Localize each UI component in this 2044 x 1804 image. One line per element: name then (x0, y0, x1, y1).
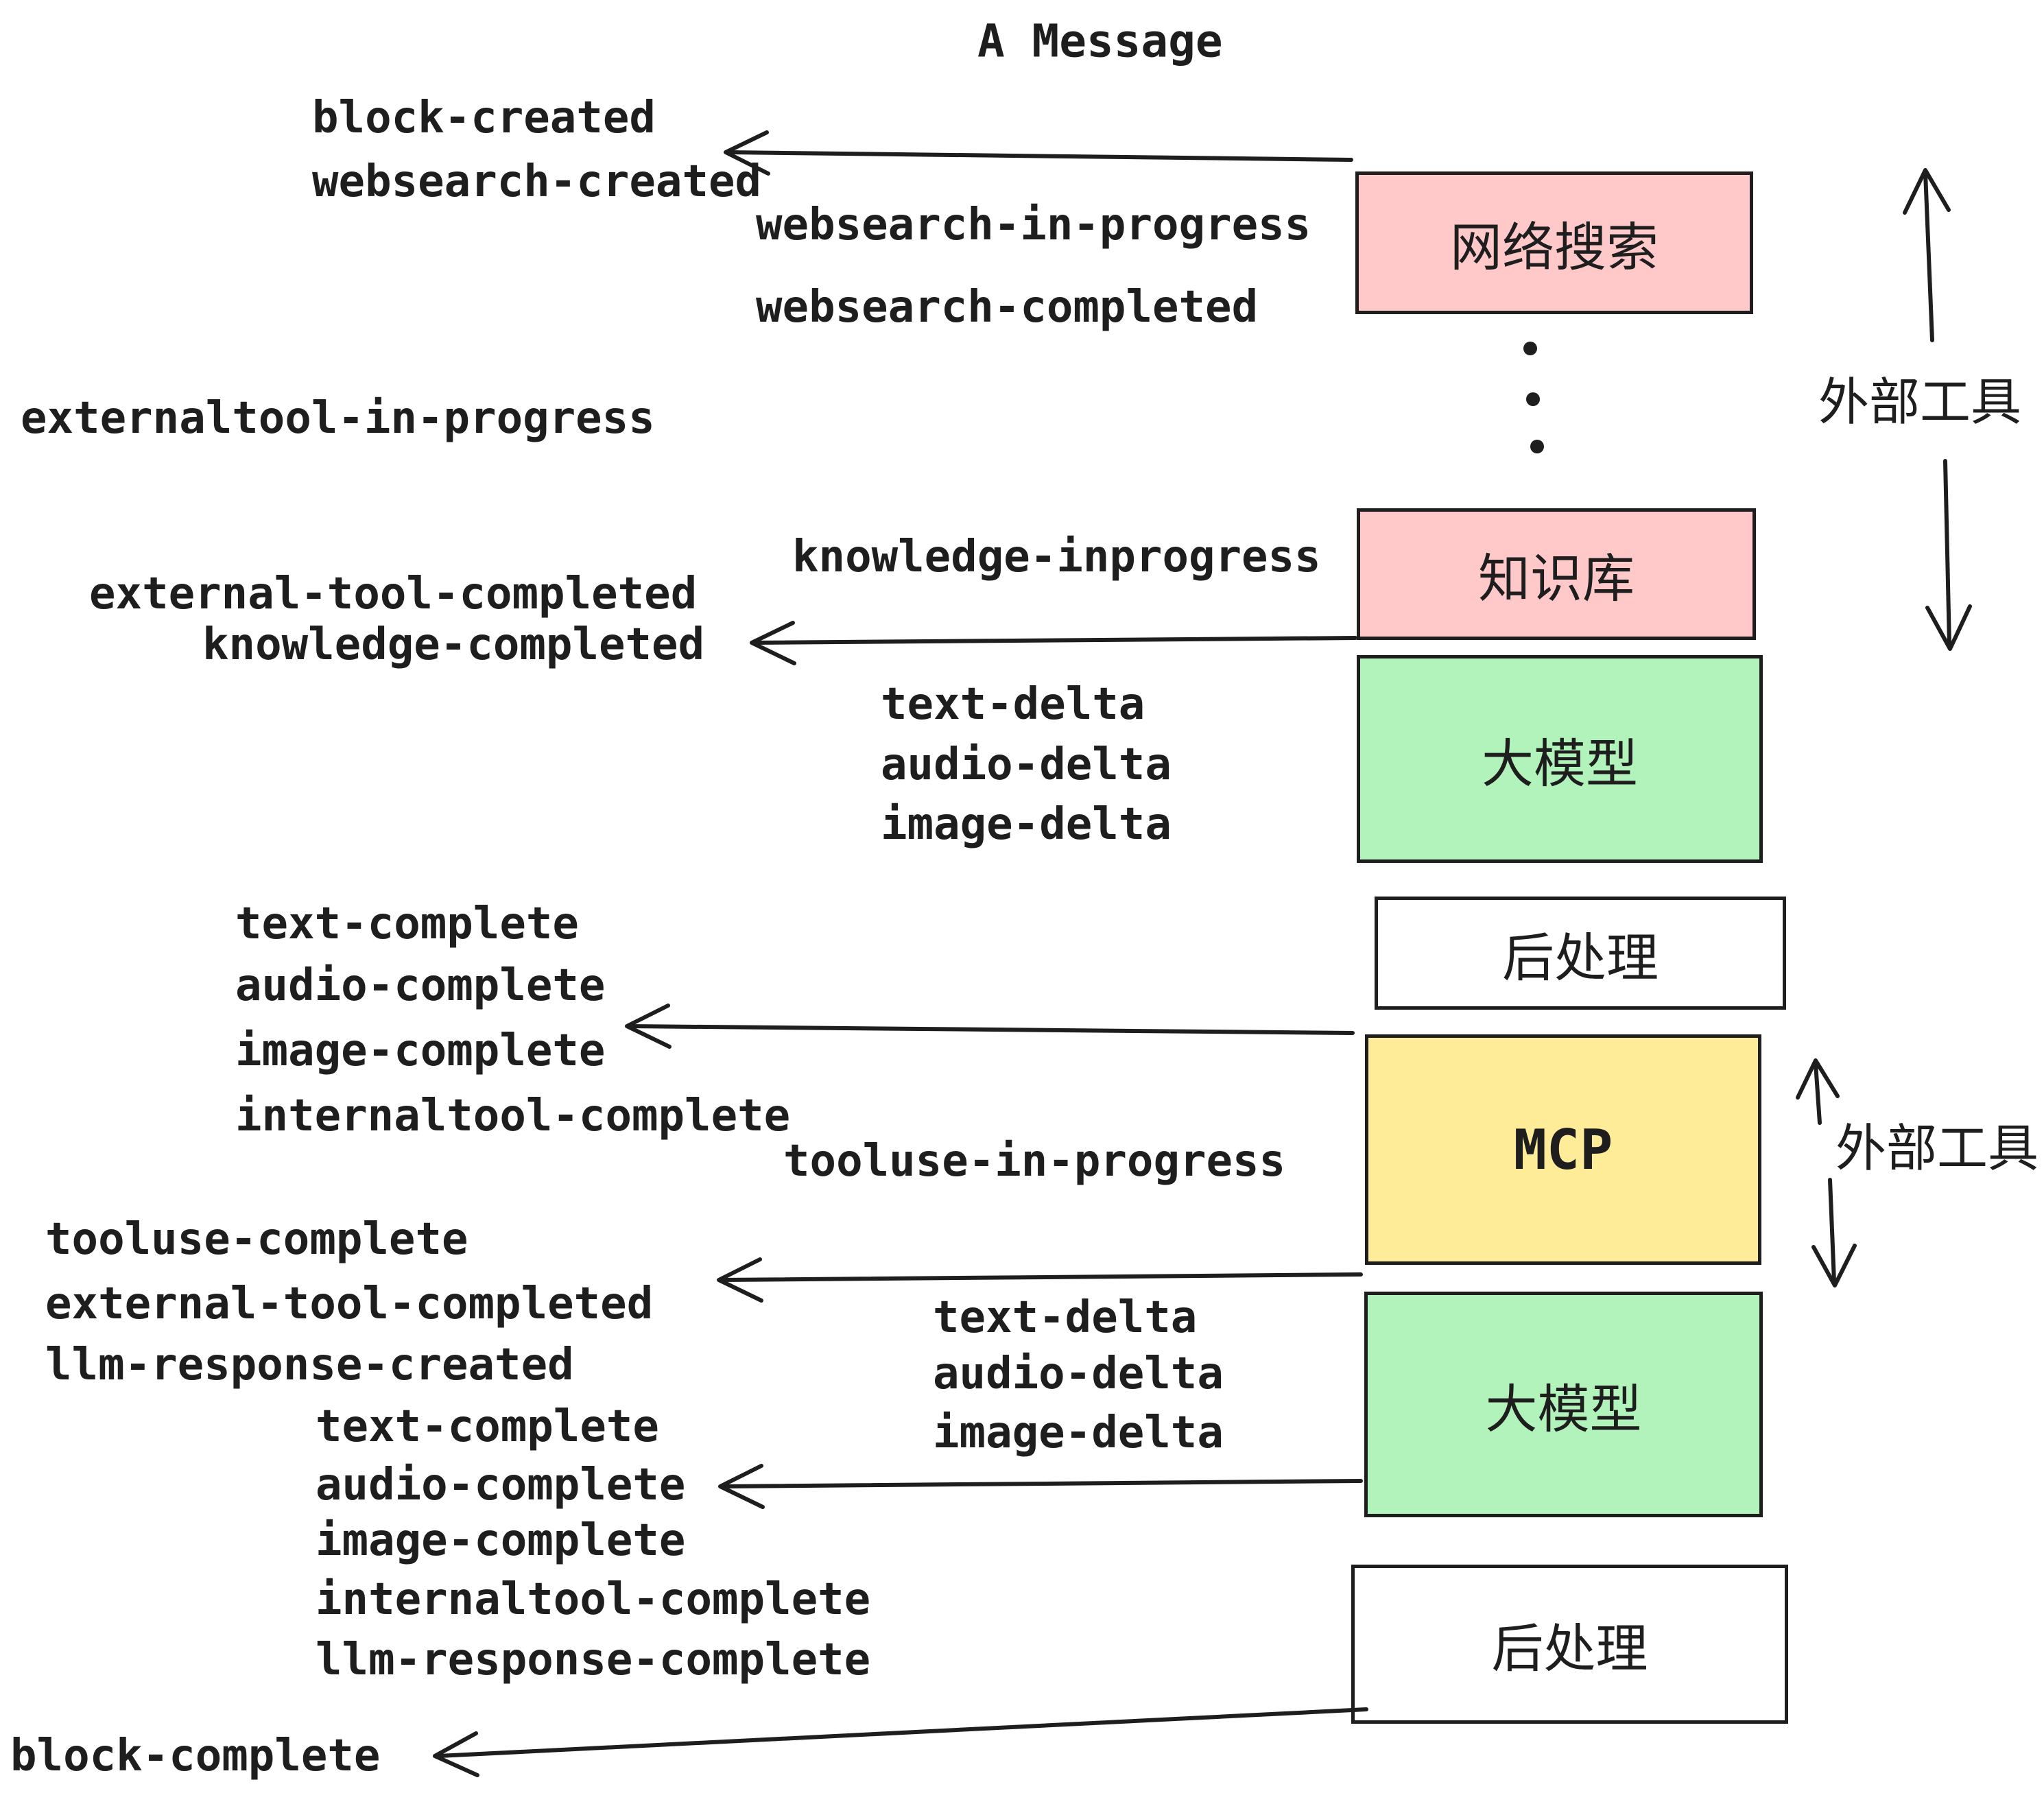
up-arrow-external-tools-1 (1903, 168, 1951, 342)
box-llm-2: 大模型 (1364, 1292, 1763, 1517)
event-websearch-completed: websearch-completed (756, 282, 1259, 333)
arrow-to-block-complete (433, 1707, 1368, 1777)
event-tooluse-in-progress: tooluse-in-progress (783, 1136, 1286, 1187)
event-internaltool-complete: internaltool-complete (235, 1091, 791, 1141)
box-knowledge-base: 知识库 (1357, 508, 1756, 640)
event-websearch-created: websearch-created (312, 156, 762, 207)
box-post-process-2-label: 后处理 (1491, 1618, 1648, 1679)
event-block-created: block-created (312, 93, 656, 143)
arrow-to-block-created (724, 130, 1353, 176)
box-web-search-label: 网络搜索 (1450, 217, 1659, 278)
box-post-process-1-label: 后处理 (1502, 927, 1659, 988)
event-image-complete: image-complete (235, 1025, 606, 1076)
up-arrow-external-tools-2 (1796, 1058, 1840, 1125)
side-label-external-tools-2: 外部工具 (1835, 1119, 2039, 1178)
box-post-process-2: 后处理 (1351, 1565, 1788, 1724)
event-audio-delta-2: audio-delta (933, 1349, 1224, 1399)
box-knowledge-base-label: 知识库 (1478, 548, 1635, 609)
down-arrow-external-tools-1 (1925, 459, 1972, 651)
event-internaltool-complete-2: internaltool-complete (316, 1574, 871, 1625)
box-mcp: MCP (1365, 1034, 1761, 1265)
event-external-tool-completed-2: external-tool-completed (45, 1279, 654, 1329)
event-audio-complete-2: audio-complete (316, 1460, 686, 1510)
side-label-external-tools-1: 外部工具 (1818, 372, 2021, 432)
box-post-process-1: 后处理 (1375, 897, 1786, 1010)
box-mcp-label: MCP (1513, 1117, 1613, 1182)
event-image-complete-2: image-complete (316, 1515, 686, 1566)
arrow-to-image-complete (625, 1004, 1355, 1049)
diagram-title: A Message (977, 14, 1223, 68)
event-externaltool-in-progress: externaltool-in-progress (21, 393, 655, 444)
box-llm-1-label: 大模型 (1482, 733, 1638, 794)
event-image-delta: image-delta (881, 799, 1172, 850)
event-tooluse-complete: tooluse-complete (45, 1214, 468, 1265)
box-web-search: 网络搜索 (1355, 171, 1753, 314)
box-llm-1: 大模型 (1357, 655, 1763, 863)
event-llm-response-created: llm-response-created (45, 1340, 574, 1390)
event-text-complete-2: text-complete (316, 1401, 659, 1452)
event-text-complete: text-complete (235, 899, 579, 949)
arrow-to-audio-complete (718, 1464, 1363, 1509)
event-external-tool-completed: external-tool-completed (89, 569, 698, 619)
event-text-delta: text-delta (881, 679, 1145, 730)
event-websearch-in-progress: websearch-in-progress (756, 200, 1311, 250)
event-llm-response-complete: llm-response-complete (316, 1635, 871, 1685)
event-block-complete: block-complete (10, 1731, 381, 1781)
event-knowledge-completed: knowledge-completed (202, 619, 705, 670)
event-audio-complete: audio-complete (235, 960, 606, 1011)
down-arrow-external-tools-2 (1811, 1178, 1857, 1287)
event-audio-delta: audio-delta (881, 739, 1172, 790)
vertical-ellipsis-icon (1523, 342, 1544, 453)
event-knowledge-inprogress: knowledge-inprogress (792, 532, 1321, 582)
arrow-to-knowledge-completed (750, 621, 1357, 665)
box-llm-2-label: 大模型 (1485, 1378, 1642, 1440)
event-image-delta-2: image-delta (933, 1408, 1224, 1458)
event-text-delta-2: text-delta (933, 1292, 1198, 1343)
